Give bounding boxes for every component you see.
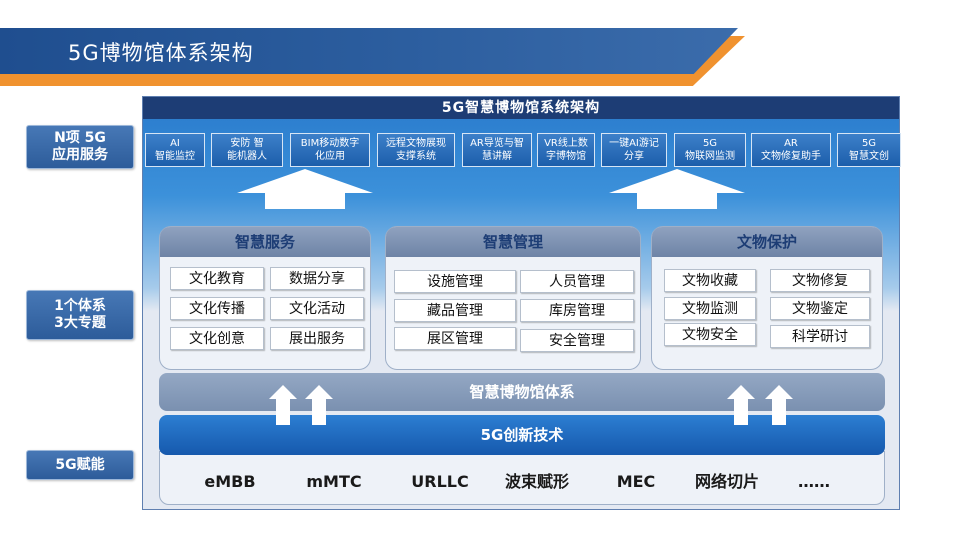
group-title: 智慧服务 <box>160 227 370 257</box>
service-box: 一键AI游记 分享 <box>601 133 667 167</box>
small-up-arrow <box>765 385 793 425</box>
group-item: 展出服务 <box>270 327 364 350</box>
technology-item: MEC <box>616 472 656 491</box>
group-item: 数据分享 <box>270 267 364 290</box>
group-item: 展区管理 <box>394 327 516 350</box>
group-item: 文化创意 <box>170 327 264 350</box>
up-arrow-left <box>237 169 373 209</box>
group-item: 安全管理 <box>520 329 634 352</box>
group-item: 文物修复 <box>770 269 870 292</box>
side-label-system: 1个体系 3大专题 <box>26 290 134 340</box>
up-arrow-right <box>609 169 745 209</box>
technology-item: 网络切片 <box>694 472 759 491</box>
group-item: 文物监测 <box>664 297 756 320</box>
service-box: AI 智能监控 <box>145 133 205 167</box>
group-item: 设施管理 <box>394 270 516 293</box>
group-item: 文物鉴定 <box>770 297 870 320</box>
technology-item: …… <box>798 472 830 491</box>
service-box: AR导览与智 慧讲解 <box>462 133 532 167</box>
header-banner <box>0 28 738 74</box>
slide-title: 5G博物馆体系架构 <box>68 41 254 65</box>
group-item: 人员管理 <box>520 270 634 293</box>
group-smart-management: 智慧管理 设施管理 人员管理 藏品管理 库房管理 展区管理 安全管理 <box>385 226 641 370</box>
group-item: 文物收藏 <box>664 269 756 292</box>
group-item: 库房管理 <box>520 299 634 322</box>
technology-band: eMBB mMTC URLLC 波束赋形 MEC 网络切片 …… <box>159 451 885 505</box>
side-label-enable: 5G赋能 <box>26 450 134 480</box>
group-item: 文化传播 <box>170 297 264 320</box>
service-box: 远程文物展现 支撑系统 <box>377 133 455 167</box>
service-box: 安防 智 能机器人 <box>211 133 283 167</box>
technology-item: eMBB <box>204 472 256 491</box>
small-up-arrow <box>269 385 297 425</box>
group-item: 文物安全 <box>664 323 756 346</box>
group-title: 文物保护 <box>652 227 882 257</box>
small-up-arrow <box>727 385 755 425</box>
group-item: 文化活动 <box>270 297 364 320</box>
group-smart-service: 智慧服务 文化教育 数据分享 文化传播 文化活动 文化创意 展出服务 <box>159 226 371 370</box>
service-box: VR线上数 字博物馆 <box>537 133 595 167</box>
architecture-panel: 5G智慧博物馆系统架构 AI 智能监控 安防 智 能机器人 BIM移动数字 化应… <box>142 96 901 510</box>
service-box: 5G 物联网监测 <box>674 133 746 167</box>
group-item: 藏品管理 <box>394 299 516 322</box>
diagram-title: 5G智慧博物馆系统架构 <box>143 97 899 119</box>
technology-item: mMTC <box>306 472 362 491</box>
small-up-arrow <box>305 385 333 425</box>
group-item: 科学研讨 <box>770 325 870 348</box>
group-relic-protection: 文物保护 文物收藏 文物修复 文物监测 文物鉴定 文物安全 科学研讨 <box>651 226 883 370</box>
technology-item: URLLC <box>411 472 469 491</box>
service-box: AR 文物修复助手 <box>751 133 831 167</box>
group-title: 智慧管理 <box>386 227 640 257</box>
side-label-services: N项 5G 应用服务 <box>26 125 134 169</box>
group-item: 文化教育 <box>170 267 264 290</box>
technology-item: 波束赋形 <box>504 472 569 491</box>
service-box: BIM移动数字 化应用 <box>290 133 370 167</box>
service-box: 5G 智慧文创 <box>837 133 901 167</box>
